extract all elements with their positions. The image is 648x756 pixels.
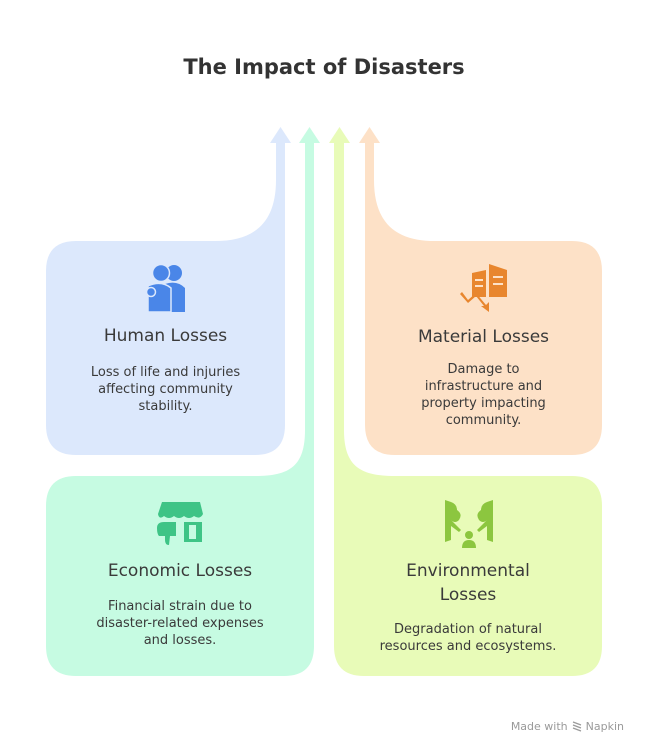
desc-line: Degradation of natural bbox=[394, 622, 542, 637]
desc-line: stability. bbox=[138, 399, 193, 414]
desc-line: infrastructure and bbox=[424, 379, 543, 394]
human-losses-description: Loss of life and injuries affecting comm… bbox=[46, 364, 285, 415]
store-thumbs-down-icon bbox=[157, 502, 203, 545]
material-losses-description: Damage to infrastructure and property im… bbox=[365, 361, 602, 429]
human-losses-title: Human Losses bbox=[103, 326, 228, 346]
napkin-brand: Napkin bbox=[585, 720, 624, 733]
title-line: Losses bbox=[439, 585, 497, 605]
napkin-logo-icon bbox=[572, 721, 581, 732]
material-losses-title: Material Losses bbox=[417, 327, 550, 347]
people-icon bbox=[145, 264, 185, 312]
desc-line: Damage to bbox=[447, 362, 520, 377]
desc-line: and losses. bbox=[143, 633, 217, 648]
desc-line: property impacting bbox=[421, 396, 546, 411]
desc-line: Financial strain due to bbox=[108, 599, 252, 614]
trees-person-icon bbox=[445, 500, 493, 548]
desc-line: affecting community bbox=[98, 382, 233, 397]
title-line: Environmental bbox=[406, 561, 530, 581]
material-arrowhead bbox=[359, 127, 380, 143]
desc-line: Loss of life and injuries bbox=[90, 365, 241, 380]
desc-line: community. bbox=[445, 413, 522, 428]
napkin-attribution[interactable]: Made with Napkin bbox=[511, 720, 624, 733]
made-with-label: Made with bbox=[510, 720, 568, 733]
environmental-losses-title: Environmental Losses bbox=[334, 559, 602, 607]
desc-line: resources and ecosystems. bbox=[379, 639, 557, 654]
material-branch bbox=[359, 127, 602, 455]
page-title: The Impact of Disasters bbox=[183, 55, 465, 79]
human-arrowhead bbox=[270, 127, 291, 143]
buildings-decline-icon bbox=[460, 264, 507, 312]
environmental-arrowhead bbox=[329, 127, 350, 143]
environmental-branch bbox=[329, 127, 602, 676]
economic-losses-description: Financial strain due to disaster-related… bbox=[46, 598, 314, 649]
environmental-losses-description: Degradation of natural resources and eco… bbox=[334, 621, 602, 655]
desc-line: disaster-related expenses bbox=[96, 616, 264, 631]
economic-losses-title: Economic Losses bbox=[107, 561, 253, 581]
economic-branch bbox=[46, 127, 320, 676]
economic-arrowhead bbox=[299, 127, 320, 143]
